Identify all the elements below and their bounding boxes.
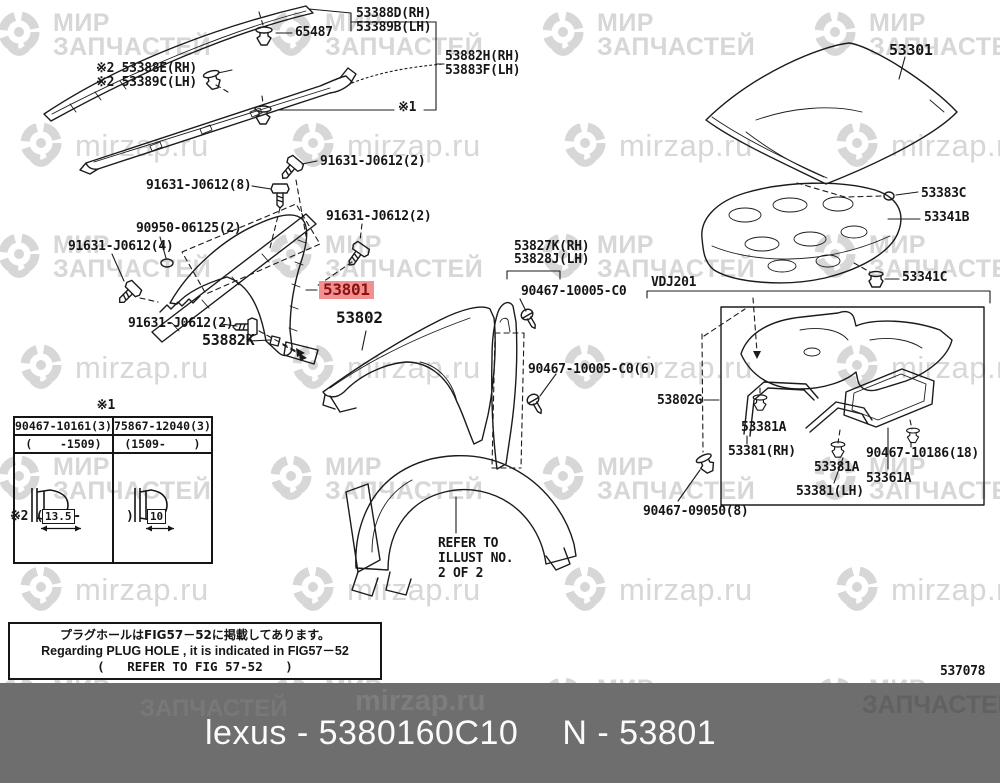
part-53802g[interactable]: 53802G [657, 393, 703, 408]
part-90467-10005[interactable]: 90467-10005-C0 [521, 284, 627, 299]
watermark-site-text: mirzap.ru [619, 572, 753, 607]
part-53301[interactable]: 53301 [889, 41, 933, 59]
watermark-site: mirzap.ru [560, 561, 753, 619]
footer-watermark-ghost-site: mirzap.ru [355, 685, 486, 717]
part-90467-09050[interactable]: 90467-09050(8) [643, 504, 749, 519]
part-53341b[interactable]: 53341B [924, 210, 970, 225]
spec-part-col1: 90467-10161(3) [13, 416, 114, 436]
part-53882h[interactable]: 53882H(RH) [445, 49, 521, 64]
part-91631-j0612-8[interactable]: 91631-J0612(8) [146, 178, 252, 193]
plug-note-japanese: プラグホールはFIG57－52に掲載してあります。 [60, 628, 330, 642]
note-refer-3: 2 OF 2 [438, 566, 484, 581]
part-53381-lh[interactable]: 53381(LH) [796, 484, 864, 499]
part-53801[interactable]: 53801 [319, 281, 374, 299]
part-53361a[interactable]: 53361A [866, 471, 912, 486]
footer-text: lexus - 5380160C10 N - 53801 [205, 714, 716, 753]
note-refer-1: REFER TO [438, 536, 499, 551]
footer-part-group: N - 53801 [562, 713, 717, 752]
part-53341c[interactable]: 53341C [902, 270, 948, 285]
part-53383c[interactable]: 53383C [921, 186, 967, 201]
ref-ast1: ※1 [398, 100, 417, 115]
note-refer-2: ILLUST NO. [438, 551, 514, 566]
watermark-site: mirzap.ru [832, 561, 1000, 619]
part-53827k[interactable]: 53827K(RH) [514, 239, 590, 254]
fig-number: 537078 [940, 664, 986, 679]
part-53389c[interactable]: ※2 53389C(LH) [96, 75, 197, 90]
part-90467-10005-6[interactable]: 90467-10005-C0(6) [528, 362, 656, 377]
clip-drawing-col2: 10 [115, 483, 210, 533]
watermark-site-text: mirzap.ru [75, 572, 209, 607]
clip-drawing-col1: 13.5 [16, 483, 111, 533]
footer-watermark-ghost-brand2: ЗАПЧАСТЕЙ [862, 691, 1000, 719]
plug-note-english: Regarding PLUG HOLE , it is indicated in… [41, 644, 349, 658]
spec-table-title: ※1 [96, 398, 116, 413]
watermark-logo-icon [0, 233, 40, 278]
watermark-logo-icon [836, 566, 878, 611]
part-91631-j0612-4[interactable]: 91631-J0612(4) [68, 239, 174, 254]
plug-note-reference: ( REFER TO FIG 57-52 ) [97, 659, 293, 674]
footer-catalog-code: lexus - 5380160C10 [205, 713, 519, 752]
watermark-logo-icon [0, 11, 40, 56]
watermark-logo-icon [20, 344, 62, 389]
spec-range-col1: ( -1509) [13, 434, 114, 454]
watermark-logo-icon [564, 344, 606, 389]
watermark-logo-icon [292, 566, 334, 611]
watermark-logo-icon [20, 122, 62, 167]
part-53388d[interactable]: 53388D(RH) [356, 6, 432, 21]
clip-spec-table: ※1 90467-10161(3) 75867-12040(3) ( -1509… [13, 398, 213, 564]
part-53802[interactable]: 53802 [336, 308, 383, 327]
part-91631-j0612-2-a[interactable]: 91631-J0612(2) [320, 154, 426, 169]
spec-range-col2: (1509- ) [111, 434, 213, 454]
watermark-site-text: mirzap.ru [347, 128, 481, 163]
part-53389b[interactable]: 53389B(LH) [356, 20, 432, 35]
watermark-site-text: mirzap.ru [891, 572, 1000, 607]
spec-part-col2: 75867-12040(3) [111, 416, 213, 436]
footer-watermark-ghost-brand: ЗАПЧАСТЕЙ [140, 695, 288, 722]
part-53381-rh[interactable]: 53381(RH) [728, 444, 796, 459]
part-53883f[interactable]: 53883F(LH) [445, 63, 521, 78]
clip-dim-col1: 13.5 [42, 509, 75, 524]
watermark-logo-icon [542, 11, 584, 56]
clip-dim-col2: 10 [146, 509, 167, 524]
watermark-logo-icon [564, 122, 606, 167]
part-91631-j0612-2-c[interactable]: 91631-J0612(2) [128, 316, 234, 331]
watermark-logo-icon [20, 566, 62, 611]
watermark-site: mirzap.ru [16, 561, 209, 619]
part-53388e[interactable]: ※2 53388E(RH) [96, 61, 197, 76]
part-90467-10186[interactable]: 90467-10186(18) [866, 446, 979, 461]
plug-hole-note: プラグホールはFIG57－52に掲載してあります。 Regarding PLUG… [8, 622, 382, 680]
part-53381a-1[interactable]: 53381A [741, 420, 787, 435]
footer-bar: ЗАПЧАСТЕЙ mirzap.ru ЗАПЧАСТЕЙ lexus - 53… [0, 683, 1000, 783]
part-53381a-2[interactable]: 53381A [814, 460, 860, 475]
watermark-logo-icon [564, 566, 606, 611]
part-90950-06125[interactable]: 90950-06125(2) [136, 221, 242, 236]
part-53828j[interactable]: 53828J(LH) [514, 252, 590, 267]
ref-vdj201: VDJ201 [651, 275, 697, 290]
part-53882k[interactable]: 53882K [202, 331, 255, 349]
part-65487[interactable]: 65487 [295, 25, 333, 40]
watermark-logo-icon [270, 455, 312, 500]
part-91631-j0612-2-b[interactable]: 91631-J0612(2) [326, 209, 432, 224]
